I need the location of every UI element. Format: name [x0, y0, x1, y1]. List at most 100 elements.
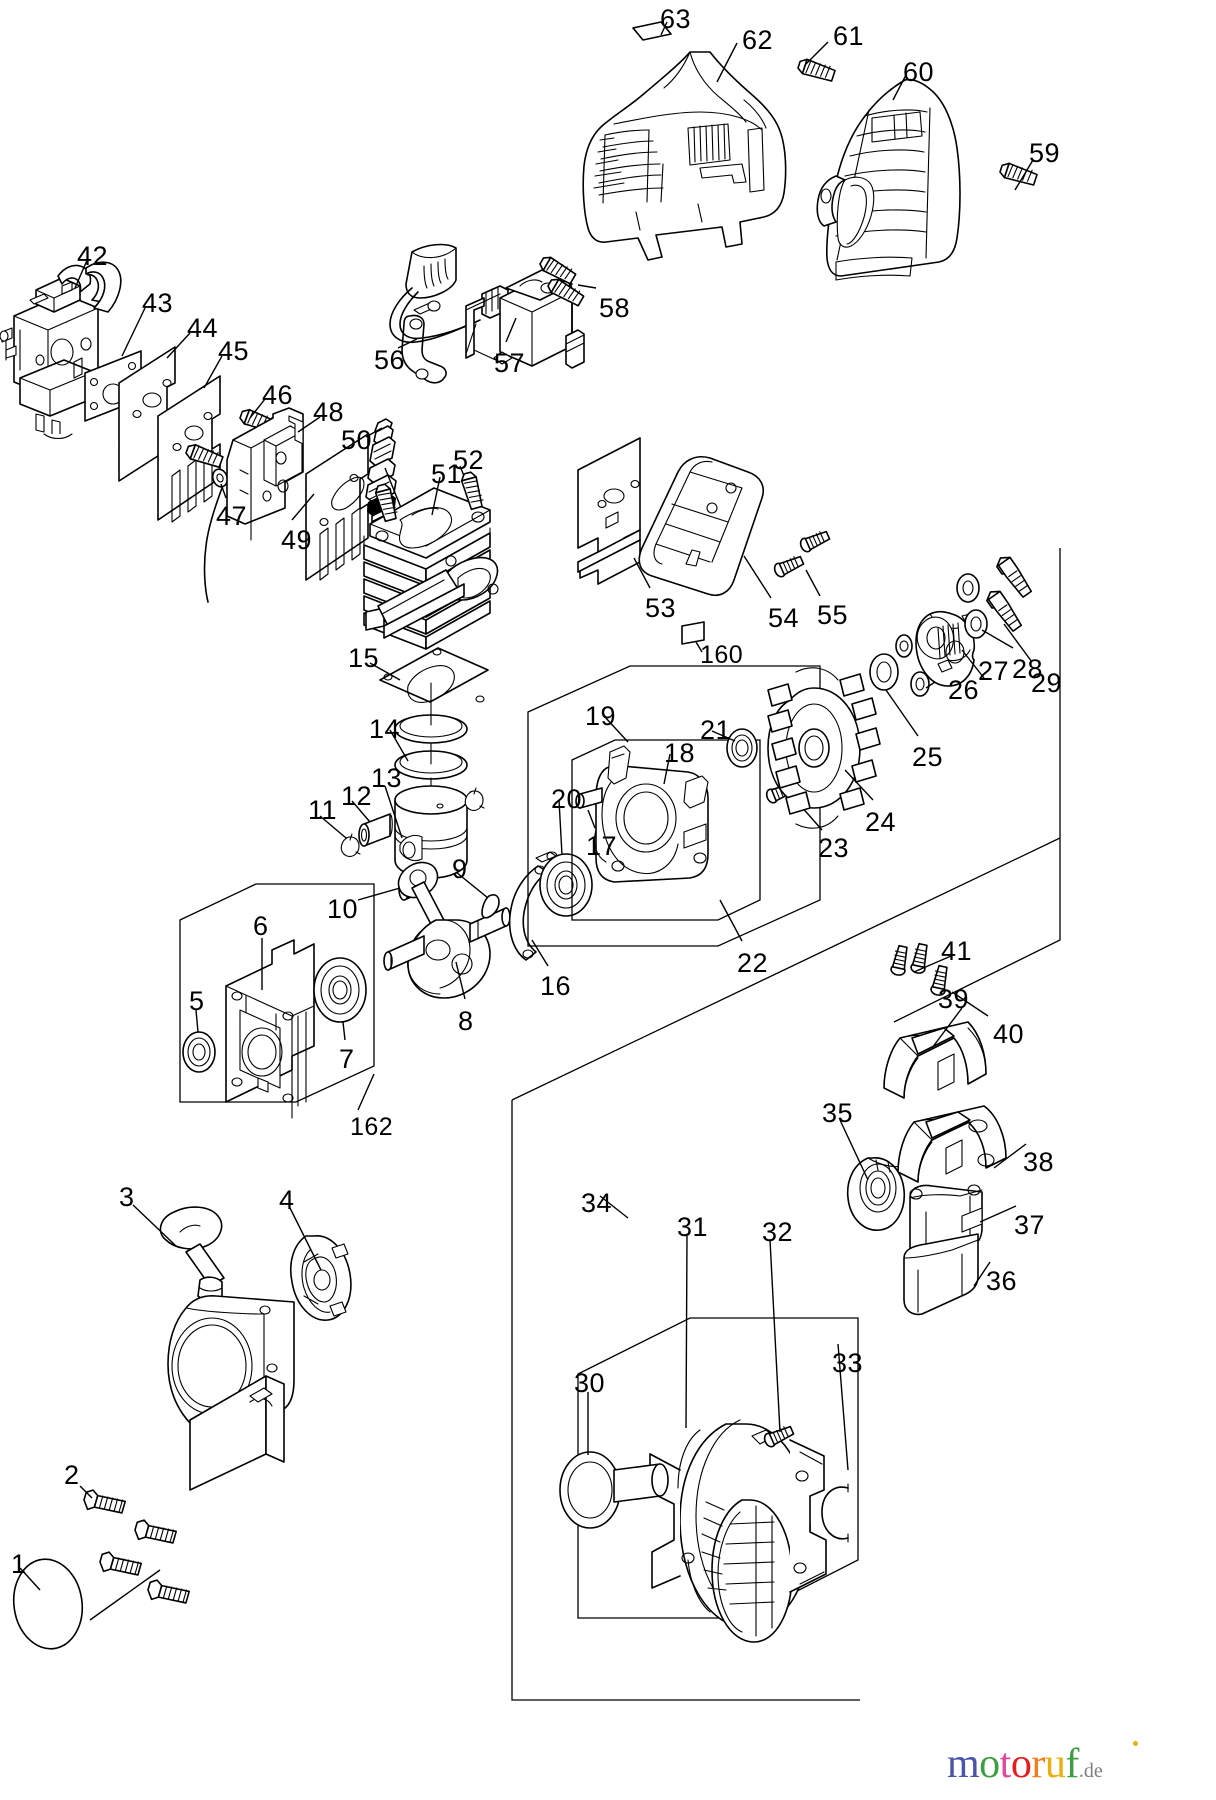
leader-37 — [979, 1205, 1017, 1223]
leader-43 — [121, 307, 146, 357]
leader-47 — [220, 483, 227, 499]
callout-55: 55 — [817, 600, 849, 630]
group-box-162 — [179, 883, 375, 1103]
leader-56 — [397, 338, 418, 349]
leader-2 — [79, 1485, 93, 1499]
leader-15 — [369, 662, 401, 681]
part-11-circlip-2 — [464, 787, 485, 811]
leader-13 — [384, 785, 403, 839]
part-26-washer — [910, 671, 930, 697]
callout-18: 18 — [664, 738, 696, 768]
leader-12 — [351, 800, 371, 823]
callout-2: 2 — [64, 1460, 80, 1490]
callout-50: 50 — [341, 425, 373, 455]
leader-24 — [844, 769, 874, 801]
leader-18 — [663, 753, 671, 785]
callout-15: 15 — [348, 643, 380, 673]
callout-51: 51 — [431, 459, 463, 489]
part-38-handle-clamp-lower — [897, 1105, 1007, 1183]
leader-16 — [531, 939, 549, 967]
part-2-screw-4 — [147, 1579, 191, 1604]
callout-23: 23 — [818, 833, 850, 863]
callout-44: 44 — [187, 313, 219, 343]
callout-10: 10 — [327, 894, 359, 924]
part-20-bearing — [539, 853, 593, 917]
part-53-heat-shield — [577, 437, 641, 585]
callout-46: 46 — [262, 380, 294, 410]
leader-9 — [455, 871, 489, 899]
leader-3 — [132, 1204, 177, 1247]
callout-1: 1 — [11, 1549, 27, 1579]
part-12-piston-pin — [358, 813, 393, 847]
callout-37: 37 — [1014, 1210, 1046, 1240]
part-31-fan-housing — [649, 1419, 827, 1643]
callout-12: 12 — [341, 781, 373, 811]
callout-26: 26 — [948, 675, 980, 705]
callout-160: 160 — [700, 641, 744, 669]
callout-3: 3 — [119, 1182, 135, 1212]
part-47-ground-wire — [203, 468, 229, 603]
group-box-right — [893, 548, 1061, 1023]
leader-33 — [837, 1343, 849, 1471]
part-48-intake-block — [226, 407, 304, 541]
leader-36 — [973, 1261, 991, 1287]
leader-48 — [297, 416, 321, 433]
part-54-muffler — [638, 456, 764, 596]
logo-letter-o-3: o — [1010, 1741, 1032, 1787]
part-1-cap — [12, 1558, 84, 1650]
callout-36: 36 — [986, 1266, 1018, 1296]
callout-35: 35 — [822, 1098, 854, 1128]
part-29-bolt-2 — [996, 556, 1033, 598]
leader-59 — [1014, 159, 1034, 191]
leader-31 — [685, 1235, 688, 1429]
callout-20: 20 — [551, 784, 583, 814]
part-62-engine-cover — [582, 51, 787, 261]
leader-1 — [19, 1567, 41, 1591]
callout-7: 7 — [339, 1044, 355, 1074]
part-35-collar-bearing — [846, 1157, 905, 1231]
leader-52 — [459, 465, 465, 477]
part-29-bolt-1 — [986, 590, 1023, 632]
group-box-34 — [577, 1317, 859, 1619]
part-61-screw — [795, 56, 837, 84]
callout-30: 30 — [574, 1368, 606, 1398]
group-box-22 — [527, 665, 821, 947]
part-160-plate — [681, 621, 705, 645]
leader-34 — [599, 1195, 629, 1219]
part-3-recoil-starter — [159, 1206, 295, 1491]
callout-8: 8 — [458, 1006, 474, 1036]
callout-25: 25 — [912, 742, 944, 772]
callout-41: 41 — [941, 936, 973, 966]
logo-tld: .de — [1078, 1760, 1103, 1782]
part-2-screw-2 — [134, 1519, 178, 1544]
logo-letter-o-1: o — [979, 1741, 1000, 1787]
part-28-washer — [964, 609, 988, 639]
part-2-screw-3 — [99, 1551, 143, 1576]
leader-39 — [931, 1007, 963, 1049]
callout-54: 54 — [768, 603, 800, 633]
part-39-handle-clamp-upper — [883, 1021, 987, 1099]
callout-13: 13 — [371, 763, 403, 793]
leader-27 — [961, 649, 985, 679]
part-25-washer-small — [895, 634, 913, 658]
part-25-washer — [869, 653, 899, 691]
part-4-starter-pulley — [290, 1235, 352, 1321]
callout-58: 58 — [599, 293, 631, 323]
group-box-diag — [511, 837, 1061, 1101]
leader-22 — [719, 899, 743, 942]
callout-19: 19 — [585, 701, 617, 731]
leader-42 — [74, 257, 89, 289]
callout-33: 33 — [832, 1348, 864, 1378]
logo-letter-r-4: r — [1031, 1741, 1045, 1787]
callout-34: 34 — [581, 1188, 613, 1218]
part-24-flywheel — [767, 667, 881, 829]
part-7-bearing — [313, 957, 367, 1023]
leader-21 — [711, 730, 736, 742]
leader-55 — [805, 569, 821, 597]
callout-45: 45 — [218, 336, 250, 366]
callout-56: 56 — [374, 345, 406, 375]
part-63-plate — [632, 21, 672, 41]
part-60-cylinder-shroud — [816, 78, 961, 281]
part-15-base-gasket — [379, 647, 489, 703]
